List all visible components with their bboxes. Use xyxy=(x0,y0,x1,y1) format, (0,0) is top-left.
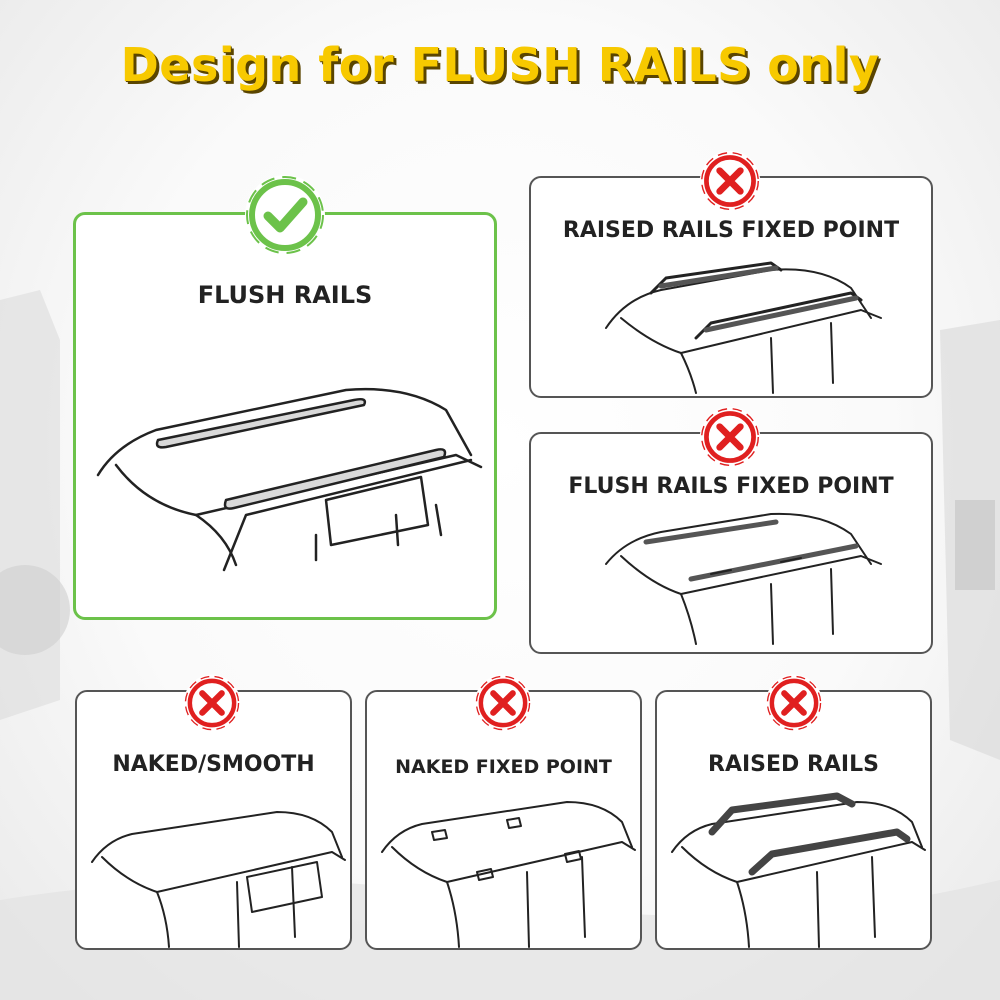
check-icon xyxy=(245,175,325,255)
cross-icon xyxy=(474,674,532,732)
panel-flush-rails-fixed-point: FLUSH RAILS FIXED POINT xyxy=(529,432,933,654)
panel-label: NAKED/SMOOTH xyxy=(112,752,315,777)
panel-label: FLUSH RAILS xyxy=(197,281,373,309)
panel-naked-smooth: NAKED/SMOOTH xyxy=(75,690,352,950)
car-roof-naked-fixed-illustration xyxy=(381,801,636,948)
cross-icon xyxy=(183,674,241,732)
car-roof-raised-illustration xyxy=(671,792,926,948)
cross-icon xyxy=(765,674,823,732)
car-roof-raised-fixed-illustration xyxy=(605,261,882,394)
panel-label: RAISED RAILS FIXED POINT xyxy=(562,218,900,243)
panel-raised-rails: RAISED RAILS xyxy=(655,690,932,950)
panel-flush-rails: FLUSH RAILS xyxy=(73,212,497,620)
panel-label: RAISED RAILS xyxy=(708,752,879,777)
panel-raised-rails-fixed-point: RAISED RAILS FIXED POINT xyxy=(529,176,933,398)
cross-icon xyxy=(699,406,761,468)
car-roof-flush-fixed-illustration xyxy=(605,512,882,645)
headline: Design for FLUSH RAILS only xyxy=(120,38,880,92)
car-roof-naked-illustration xyxy=(91,811,346,948)
panel-naked-fixed-point: NAKED FIXED POINT xyxy=(365,690,642,950)
cross-icon xyxy=(699,150,761,212)
panel-label: NAKED FIXED POINT xyxy=(395,756,612,778)
car-roof-flush-rails-illustration xyxy=(96,387,483,572)
panel-label: FLUSH RAILS FIXED POINT xyxy=(568,474,894,499)
